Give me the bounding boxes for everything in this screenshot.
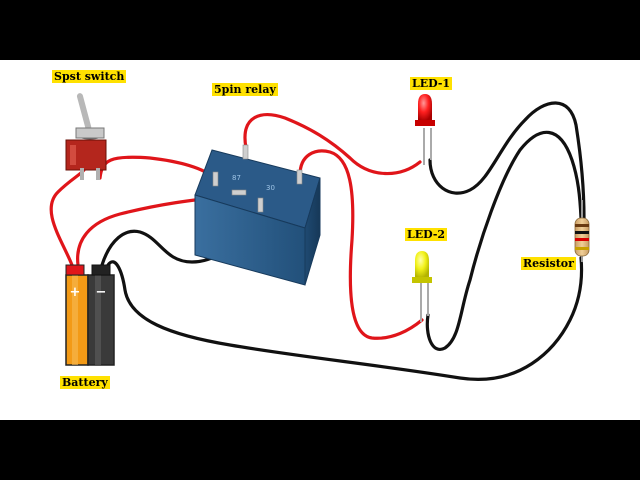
battery-minus-sign: − bbox=[96, 285, 107, 300]
wire-red-switch-relay bbox=[98, 155, 217, 180]
label-battery: Battery bbox=[60, 376, 110, 389]
battery-positive-terminal bbox=[65, 264, 85, 276]
relay-5pin: 87 30 bbox=[194, 144, 321, 286]
wire-red-battery-switch bbox=[49, 168, 86, 267]
bottom-letterbox bbox=[0, 420, 640, 480]
label-led1: LED-1 bbox=[410, 77, 453, 90]
wire-red-relay-led2 bbox=[298, 149, 424, 340]
spst-switch[interactable] bbox=[65, 93, 107, 180]
wire-black-led2-resistor bbox=[425, 130, 583, 351]
led-2 bbox=[412, 251, 432, 322]
label-led2: LED-2 bbox=[405, 228, 448, 241]
wire-red-relay-led1 bbox=[243, 113, 422, 176]
label-spst-switch: Spst switch bbox=[52, 70, 127, 83]
wire-black-battery-resistor bbox=[106, 256, 584, 381]
led-1 bbox=[415, 94, 435, 165]
top-letterbox bbox=[0, 0, 640, 60]
battery-negative-terminal bbox=[91, 264, 111, 276]
svg-text:30: 30 bbox=[266, 184, 275, 192]
resistor bbox=[574, 200, 590, 262]
battery: + − bbox=[65, 264, 115, 366]
switch-lever[interactable] bbox=[76, 93, 92, 131]
label-relay: 5pin relay bbox=[212, 83, 278, 96]
label-resistor: Resistor bbox=[521, 257, 576, 270]
wire-black-led1-resistor bbox=[428, 101, 586, 220]
svg-text:87: 87 bbox=[232, 174, 241, 182]
battery-plus-sign: + bbox=[70, 285, 81, 300]
